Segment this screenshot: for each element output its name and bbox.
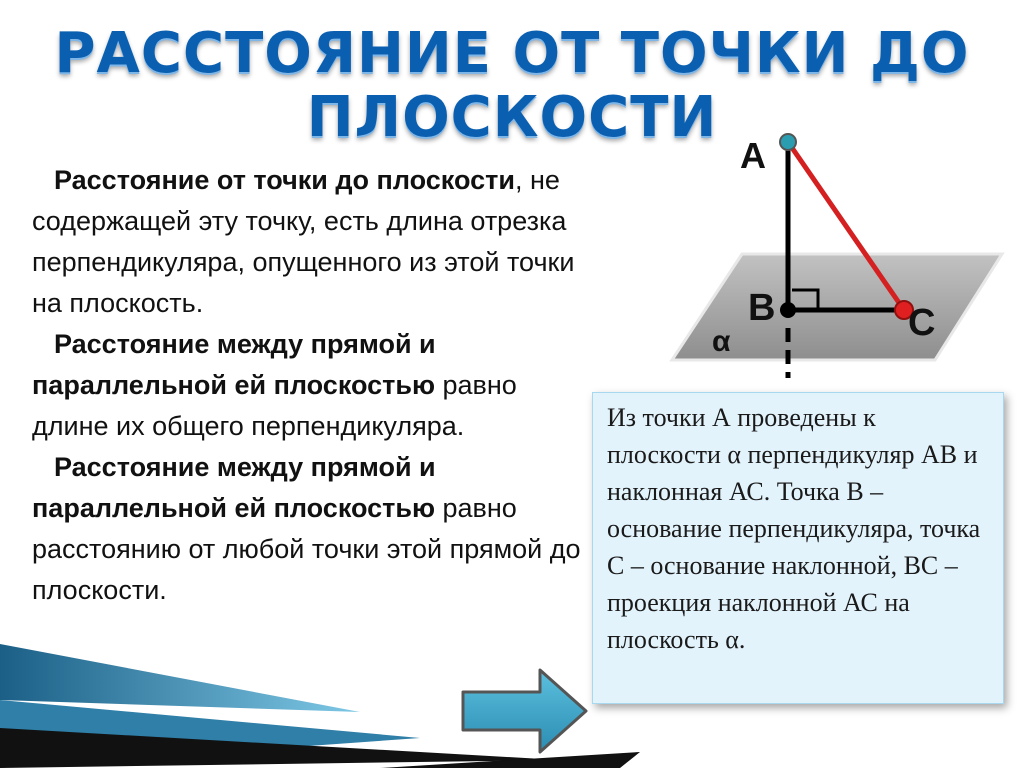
definition-rest: равно расстоянию от любой точки этой пря… <box>32 493 581 605</box>
page-title: РАССТОЯНИЕ ОТ ТОЧКИ ДО ПЛОСКОСТИ <box>0 22 1024 150</box>
definition-line-plane-1: Расстояние между прямой и параллельной е… <box>32 324 587 447</box>
corner-swoosh <box>0 644 640 768</box>
definition-rest: равно длине их общего перпендикуляра. <box>32 370 517 441</box>
title-line-2: ПЛОСКОСТИ <box>306 85 718 150</box>
definition-rest: , не содержащей эту точку, есть длина от… <box>32 165 575 318</box>
slant-ac <box>785 140 907 312</box>
explanation-text: Из точки А проведены к плоскости α перпе… <box>607 403 981 654</box>
label-a: A <box>740 135 766 176</box>
label-b: B <box>748 287 775 329</box>
plane-alpha <box>669 252 1005 362</box>
definition-term: Расстояние от точки до плоскости <box>54 165 515 195</box>
definition-term: Расстояние между прямой и параллельной е… <box>32 329 436 400</box>
title-line-1: РАССТОЯНИЕ ОТ ТОЧКИ ДО <box>54 21 970 86</box>
label-c: C <box>908 302 935 344</box>
right-angle-mark <box>792 288 820 308</box>
definition-term: Расстояние между прямой и параллельной е… <box>32 452 436 523</box>
definition-point-plane: Расстояние от точки до плоскости, не сод… <box>32 160 587 324</box>
point-b <box>780 302 796 318</box>
definition-line-plane-2: Расстояние между прямой и параллельной е… <box>32 447 587 611</box>
point-a <box>779 133 797 151</box>
geometry-diagram: A B C α <box>669 133 1005 378</box>
right-arrow-icon[interactable] <box>461 668 588 754</box>
label-alpha: α <box>712 325 731 358</box>
explanation-box: Из точки А проведены к плоскости α перпе… <box>592 392 1004 704</box>
definitions-text: Расстояние от точки до плоскости, не сод… <box>32 160 587 611</box>
point-c <box>894 300 914 320</box>
